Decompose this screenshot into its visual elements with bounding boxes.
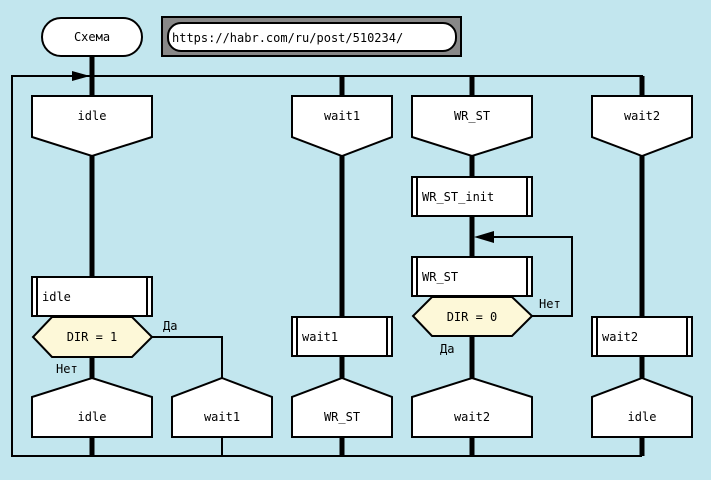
- exit-wait2-to-idle[interactable]: idle: [591, 376, 693, 438]
- svg-text:WR_ST: WR_ST: [422, 270, 458, 284]
- state-header-idle[interactable]: idle: [31, 95, 153, 158]
- svg-text:idle: idle: [78, 109, 107, 123]
- svg-text:DIR = 1: DIR = 1: [67, 330, 118, 344]
- state-header-wr-st[interactable]: WR_ST: [411, 95, 533, 158]
- svg-text:WR_ST_init: WR_ST_init: [422, 190, 494, 204]
- svg-text:idle: idle: [42, 290, 71, 304]
- url-label: https://habr.com/ru/post/510234/: [172, 31, 403, 45]
- action-box-wait1[interactable]: wait1: [291, 316, 393, 357]
- action-box-wr-st-init[interactable]: WR_ST_init: [411, 176, 533, 217]
- title-label: Схема: [74, 30, 110, 44]
- trunks: [89, 56, 645, 456]
- svg-text:wait2: wait2: [454, 410, 490, 424]
- condition-dir-0[interactable]: DIR = 0: [411, 296, 534, 337]
- svg-text:WR_ST: WR_ST: [454, 109, 490, 123]
- state-header-wait2[interactable]: wait2: [591, 95, 693, 158]
- exit-wr-st-to-wait2[interactable]: wait2: [411, 376, 533, 438]
- svg-text:wait1: wait1: [302, 330, 338, 344]
- loop-arrow-icon: [474, 231, 494, 243]
- exit-idle-to-wait1[interactable]: wait1: [171, 376, 273, 438]
- svg-text:idle: idle: [628, 410, 657, 424]
- no-label-wr-st: Нет: [539, 297, 561, 311]
- state-header-wait1[interactable]: wait1: [291, 95, 393, 158]
- svg-text:DIR = 0: DIR = 0: [447, 310, 498, 324]
- action-box-wait2[interactable]: wait2: [591, 316, 693, 357]
- exit-idle-to-idle[interactable]: idle: [31, 376, 153, 438]
- svg-text:idle: idle: [78, 410, 107, 424]
- no-loop-line: [492, 236, 573, 317]
- svg-text:wait2: wait2: [602, 330, 638, 344]
- no-label-idle: Нет: [56, 362, 78, 376]
- svg-text:WR_ST: WR_ST: [324, 410, 360, 424]
- thin-connectors: [152, 231, 573, 456]
- action-box-idle[interactable]: idle: [31, 276, 153, 317]
- action-box-wr-st[interactable]: WR_ST: [411, 256, 533, 297]
- exit-wait1-to-wr-st[interactable]: WR_ST: [291, 376, 393, 438]
- url-box[interactable]: https://habr.com/ru/post/510234/: [161, 16, 462, 57]
- yes-label-idle: Да: [163, 319, 177, 333]
- condition-dir-1[interactable]: DIR = 1: [31, 316, 154, 358]
- svg-text:wait1: wait1: [204, 410, 240, 424]
- title-terminator[interactable]: Схема: [41, 17, 143, 57]
- yes-branch-line: [152, 336, 223, 378]
- svg-text:wait1: wait1: [324, 109, 360, 123]
- yes-label-wr-st: Да: [440, 342, 454, 356]
- entry-arrow-icon: [72, 71, 90, 81]
- svg-text:wait2: wait2: [624, 109, 660, 123]
